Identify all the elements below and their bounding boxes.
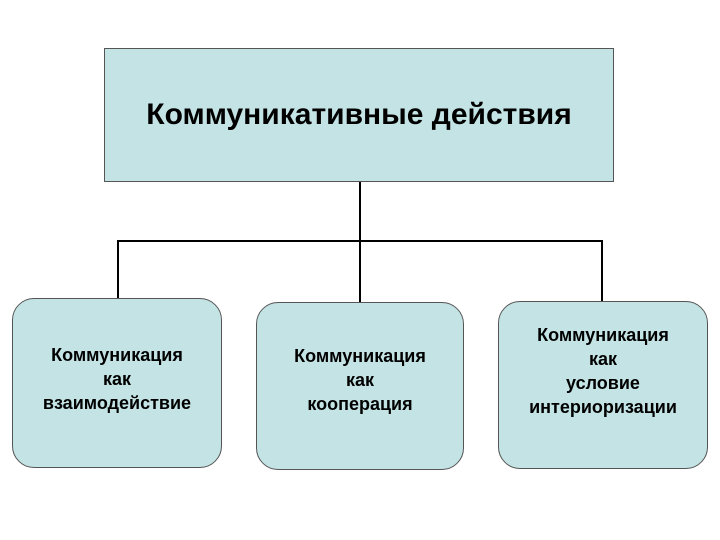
child-node-label: Коммуникация как кооперация [294, 346, 426, 414]
child-node-cooperation: Коммуникация как кооперация [256, 302, 464, 470]
child-node-label: Коммуникация как взаимодействие [42, 345, 192, 413]
root-node: Коммуникативные действия [104, 48, 614, 182]
root-node-title: Коммуникативные действия [146, 98, 572, 131]
child-node-label: Коммуникация как условие интериоризации [529, 325, 677, 417]
child-node-interiorization: Коммуникация как условие интериоризации [498, 301, 708, 469]
child-node-interaction: Коммуникация как взаимодействие [12, 298, 222, 468]
